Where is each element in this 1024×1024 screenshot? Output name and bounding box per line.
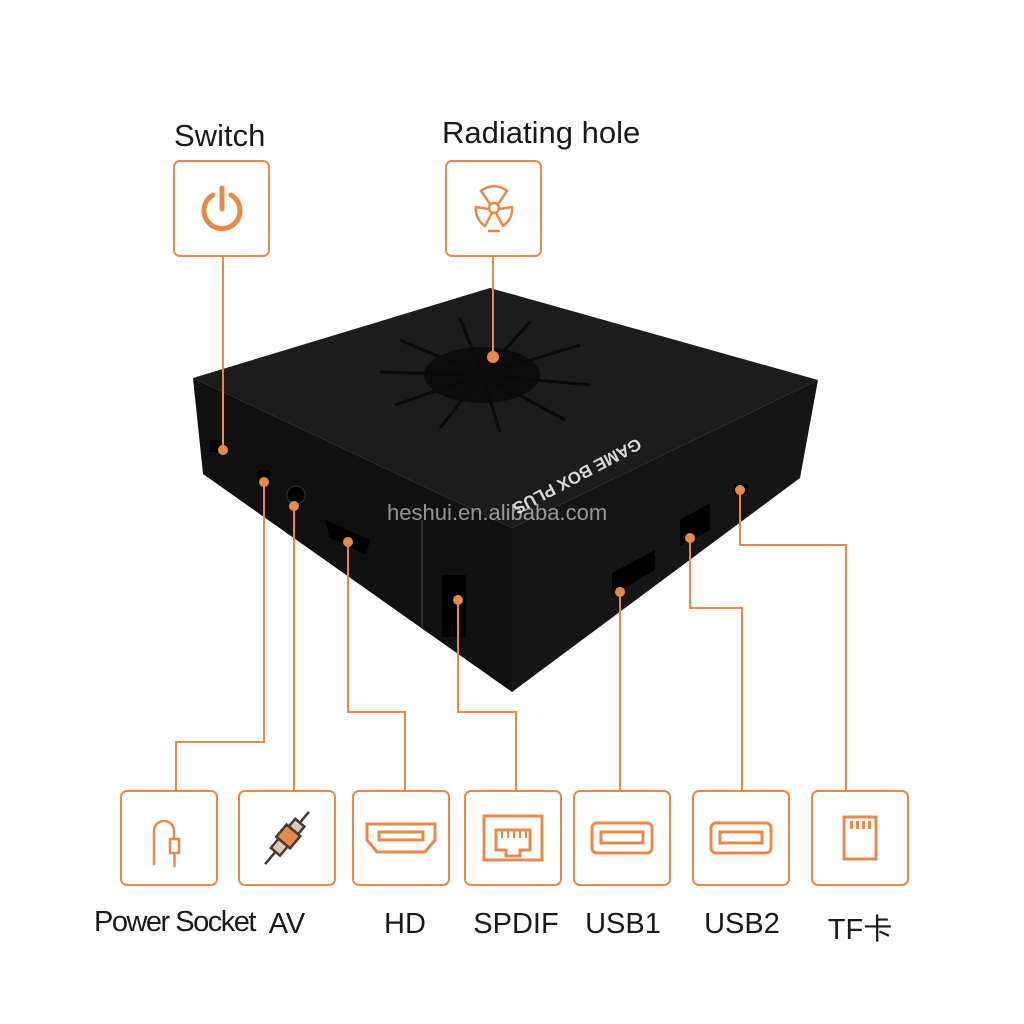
power-socket-label: Power Socket (94, 906, 256, 938)
leader-hd (347, 542, 406, 790)
leader-spdif (457, 600, 517, 790)
radiating-hole-label: Radiating hole (442, 115, 641, 150)
av-plug-icon (264, 811, 310, 865)
fan-icon (474, 184, 513, 232)
vent-grille (379, 317, 591, 433)
leader-power-socket (175, 482, 265, 790)
spdif-label: SPDIF (473, 908, 559, 940)
spdif-port-icon (482, 814, 544, 862)
spdif-slot (442, 575, 466, 637)
watermark: heshui.en.alibaba.com (387, 500, 608, 525)
tf-label: TF卡 (827, 914, 893, 946)
power-socket-port (258, 470, 270, 480)
tf-callout (811, 790, 909, 886)
power-cable-icon (152, 819, 181, 867)
switch-callout (173, 160, 270, 257)
usb2-label: USB2 (704, 908, 780, 940)
hdmi-port-icon (365, 822, 437, 854)
power-socket-callout (120, 790, 218, 886)
usb-port-icon (709, 821, 773, 855)
hd-callout (352, 790, 450, 886)
leader-tf (739, 490, 847, 790)
device-right-face (512, 380, 818, 692)
radiating-hole-callout (445, 160, 542, 257)
usb-port-icon (590, 821, 654, 855)
switch-label: Switch (174, 118, 266, 153)
spdif-callout (464, 790, 562, 886)
av-label: AV (268, 908, 306, 940)
av-callout (238, 790, 336, 886)
usb1-label: USB1 (585, 908, 661, 940)
usb1-callout (573, 790, 671, 886)
power-icon (201, 185, 242, 231)
usb2-callout (692, 790, 790, 886)
device-top-face (193, 288, 818, 528)
leader-usb2 (689, 538, 743, 790)
usb1-slot (612, 550, 655, 595)
sd-card-icon (842, 815, 878, 861)
hd-label: HD (384, 908, 426, 940)
